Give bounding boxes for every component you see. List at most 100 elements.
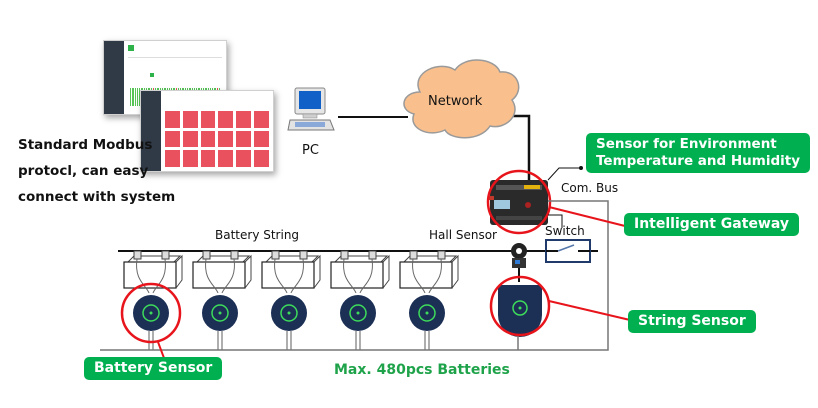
com-bus-label: Com. Bus (561, 181, 619, 195)
alarm-sidebar (141, 91, 161, 171)
battery-sensor-led (287, 311, 291, 315)
thumbnail-alarm-tile (182, 150, 198, 167)
battery-group (123, 250, 459, 350)
string-sensor-device (498, 285, 542, 350)
thumbnail-alarm-tile (236, 130, 252, 148)
battery-sensor-callout-line (157, 341, 165, 359)
sense-wire (221, 258, 235, 294)
battery-sensor-ring (142, 304, 160, 322)
positive-terminal (133, 250, 142, 260)
thumbnail-alarm-tile (218, 111, 234, 128)
negative-terminal (161, 250, 170, 260)
thumbnail-bar (139, 88, 141, 106)
thumbnail-alarm-tile (254, 130, 269, 148)
thumbnail-bar (132, 88, 134, 106)
env-sensor-lead (547, 167, 580, 181)
battery-sensor-ring (349, 304, 367, 322)
sense-wire (274, 258, 288, 294)
battery-body (330, 261, 384, 289)
battery-sensor-led (425, 311, 429, 315)
thumbnail-alarm-tile (218, 130, 234, 148)
pc-icon (287, 87, 335, 131)
battery-side (175, 254, 183, 289)
string-sensor-callout: String Sensor (628, 310, 756, 333)
switch-label: Switch (545, 224, 585, 238)
description-line: protocl, can easy (18, 163, 149, 179)
negative-terminal (299, 250, 308, 260)
description-line: Standard Modbus (18, 137, 153, 153)
thumbnail-bar (130, 88, 132, 106)
thumbnail-alarm-tile (236, 111, 252, 128)
thumbnail-alarm-tile (200, 130, 216, 148)
battery-body (399, 261, 453, 289)
sense-wire (343, 258, 357, 294)
thumbnail-alarm-tile (165, 150, 180, 167)
alarm-screenshot (140, 90, 274, 172)
battery-sensor-highlight-ring (120, 282, 182, 344)
string-sensor-highlight-ring (489, 275, 551, 337)
dashboard-divider (128, 57, 222, 58)
gateway-callout-line (548, 206, 626, 227)
thumbnail-alarm-tile (182, 111, 198, 128)
battery-side (244, 254, 252, 289)
battery-side (382, 254, 390, 289)
hall-sensor-label: Hall Sensor (429, 228, 497, 242)
com-bus-line (100, 200, 609, 351)
positive-terminal (340, 250, 349, 260)
gateway-device-icon (489, 180, 548, 225)
sense-wire (136, 258, 150, 294)
battery-cell (123, 250, 183, 350)
description-line: connect with system (18, 189, 176, 205)
thumbnail-alarm-tile (165, 111, 180, 128)
battery-sensor-led (356, 311, 360, 315)
thumbnail-alarm-tile (200, 111, 216, 128)
battery-cell (330, 250, 390, 350)
battery-cell (192, 250, 252, 350)
hall-sensor-icon (511, 243, 527, 282)
switch-icon (545, 239, 591, 263)
battery-cell (261, 250, 321, 350)
sense-wire (205, 258, 219, 294)
battery-sensor-ring (418, 304, 436, 322)
thumbnail-alarm-tile (254, 111, 269, 128)
battery-side (451, 254, 459, 289)
negative-terminal (368, 250, 377, 260)
thumbnail-alarm-tile (236, 150, 252, 167)
thumbnail-alarm-tile (165, 130, 180, 148)
battery-sensor-ring (280, 304, 298, 322)
env-sensor-callout: Sensor for Environment Temperature and H… (586, 133, 811, 173)
battery-sensor-ring (211, 304, 229, 322)
battery-body (192, 261, 246, 289)
negative-terminal (437, 250, 446, 260)
dashboard-legend (150, 73, 154, 77)
thumbnail-alarm-tile (200, 150, 216, 167)
negative-terminal (230, 250, 239, 260)
positive-terminal (271, 250, 280, 260)
max-batteries-note: Max. 480pcs Batteries (334, 362, 510, 378)
battery-sensor-callout: Battery Sensor (84, 357, 223, 380)
thumbnail-bar (134, 88, 136, 106)
battery-sensor-led (149, 311, 153, 315)
sense-wire (152, 258, 166, 294)
battery-string-label: Battery String (215, 228, 300, 242)
thumbnail-bar (136, 88, 139, 106)
battery-side (313, 254, 321, 289)
protocol-description: Standard Modbus protocl, can easy connec… (18, 132, 175, 210)
env-sensor-callout-line1: Sensor for Environment (596, 136, 777, 152)
network-label: Network (428, 94, 483, 109)
thumbnail-alarm-tile (218, 150, 234, 167)
sense-wire (290, 258, 304, 294)
battery-sensor-led (218, 311, 222, 315)
sense-wire (359, 258, 373, 294)
thumbnail-alarm-tile (182, 130, 198, 148)
string-sensor-callout-line (548, 300, 631, 321)
pc-label: PC (302, 143, 319, 158)
alarm-tile-grid (165, 111, 269, 167)
gateway-highlight-ring (486, 169, 552, 235)
thumbnail-alarm-tile (254, 150, 269, 167)
network-cloud-icon (403, 59, 520, 139)
sense-wire (412, 258, 426, 294)
env-sensor-callout-line2: Temperature and Humidity (596, 153, 801, 169)
env-sensor-dot (579, 166, 583, 170)
